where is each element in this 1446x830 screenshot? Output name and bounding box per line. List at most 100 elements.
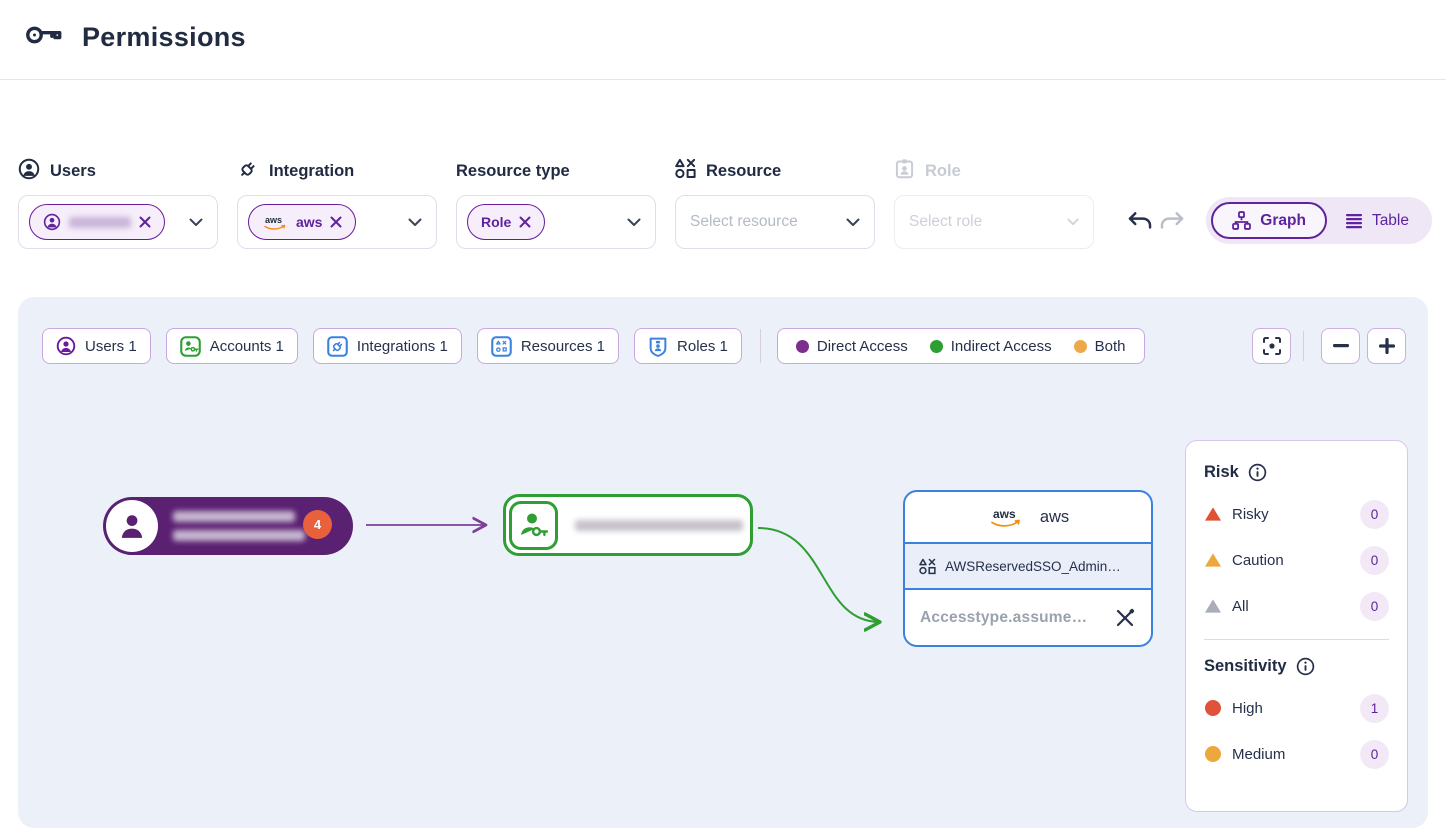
chevron-down-icon[interactable] [846,218,860,227]
chevron-down-icon[interactable] [408,218,422,227]
risk-row-caution[interactable]: Caution 0 [1204,545,1389,575]
graph-canvas[interactable]: Users 1 Accounts 1 Integ [18,297,1428,828]
edit-off-icon[interactable] [1114,607,1136,629]
chip-roles-count[interactable]: Roles 1 [634,328,742,364]
legend-indirect-access: Indirect Access [929,338,1052,355]
plug-icon [327,335,348,357]
redo-button[interactable] [1156,205,1188,237]
resource-card-resource-row[interactable]: AWSReservedSSO_Admin… [905,544,1151,590]
info-icon[interactable] [1296,657,1315,676]
edge-account-to-resource [757,527,880,622]
both-dot [1073,339,1087,353]
filter-resource-type-label: Resource type [456,161,570,180]
indirect-access-dot [929,339,943,353]
filter-users: Users [18,158,218,249]
redacted-user-name [69,216,131,228]
chevron-down-icon[interactable] [627,218,641,227]
redacted-account-name [575,519,743,531]
sensitivity-row-medium[interactable]: Medium 0 [1204,739,1389,769]
resource-card[interactable]: aws aws AWSReservedSSO_Admin… Accesstype… [903,490,1153,647]
medium-dot-icon [1204,746,1222,762]
filter-resource-label: Resource [675,158,875,184]
risk-row-all[interactable]: All 0 [1204,591,1389,621]
page-title: Permissions [82,22,246,52]
sensitivity-row-high[interactable]: High 1 [1204,693,1389,723]
account-key-icon [179,335,201,357]
zoom-out-button[interactable] [1321,328,1360,364]
all-triangle-icon [1204,598,1222,614]
role-select: Select role [894,195,1094,249]
info-icon[interactable] [1248,463,1267,482]
integration-select[interactable]: aws aws [237,195,437,249]
user-circle-icon [43,213,61,231]
close-icon[interactable] [330,216,342,228]
badge-icon [894,158,915,184]
undo-button[interactable] [1124,205,1156,237]
chip-resources-count[interactable]: Resources 1 [476,328,620,364]
sensitivity-title-row: Sensitivity [1204,657,1389,676]
panel-divider [1204,639,1389,640]
caution-count: 0 [1360,545,1389,575]
key-icon [24,20,66,55]
chip-users-count[interactable]: Users 1 [42,328,151,364]
user-node-count-badge: 4 [303,510,332,539]
close-icon[interactable] [519,216,531,228]
risk-row-risky[interactable]: Risky 0 [1204,499,1389,529]
filter-users-label: Users [18,158,218,184]
header-divider [0,79,1446,80]
resource-type-select[interactable]: Role [456,195,656,249]
user-avatar [106,500,158,552]
person-icon [121,515,143,538]
filter-role-label: Role [894,158,1094,184]
aws-logo-icon: aws [990,507,1020,527]
legend-direct-access: Direct Access [795,338,908,355]
filter-role: Role Select role [894,158,1094,249]
controls-divider [1303,331,1304,361]
badge-icon [649,337,667,357]
access-legend: Direct Access Indirect Access Both [776,328,1145,364]
direct-access-dot [795,339,809,353]
fit-to-screen-button[interactable] [1252,328,1291,364]
table-view-button[interactable]: Table [1327,205,1427,237]
graph-icon [1232,211,1252,230]
filter-actions: Graph Table [1124,197,1432,244]
zoom-in-button[interactable] [1367,328,1406,364]
plug-icon [237,158,259,185]
risky-count: 0 [1360,499,1389,529]
all-count: 0 [1360,591,1389,621]
close-icon[interactable] [139,216,151,228]
risk-title-row: Risk [1204,463,1389,482]
legend-both: Both [1073,338,1126,355]
redacted-text-line [173,530,305,541]
resource-card-integration-row[interactable]: aws aws [905,492,1151,544]
account-icon-box [509,500,558,550]
access-type-label: Accesstype.assume… [920,608,1088,626]
integration-name: aws [1039,507,1070,526]
table-icon [1345,213,1362,228]
resource-card-access-row[interactable]: Accesstype.assume… [905,590,1151,645]
graph-view-button[interactable]: Graph [1211,202,1327,239]
users-select[interactable] [18,195,218,249]
account-node[interactable] [503,494,753,556]
caution-triangle-icon [1204,552,1222,568]
resource-name: AWSReservedSSO_Admin… [945,558,1121,574]
user-node[interactable]: 4 [103,497,353,555]
filter-resource-type: Resource type Role [456,158,656,249]
canvas-toolbar: Users 1 Accounts 1 Integ [42,328,1406,364]
page-header: Permissions [0,0,1446,71]
filter-resource: Resource Select resource [675,158,875,249]
users-selected-chip[interactable] [29,204,165,240]
chip-accounts-count[interactable]: Accounts 1 [165,328,298,364]
integration-selected-chip[interactable]: aws aws [248,204,357,240]
resource-select[interactable]: Select resource [675,195,875,249]
toolbar-divider [759,329,761,363]
chip-integrations-count[interactable]: Integrations 1 [312,328,462,364]
resource-type-selected-chip[interactable]: Role [467,204,546,240]
canvas-controls [1252,328,1406,364]
redacted-user-name-lines [173,511,305,541]
shapes-icon [919,558,936,574]
view-toggle: Graph Table [1206,197,1432,244]
svg-text:aws: aws [993,507,1016,521]
medium-count: 0 [1360,739,1389,769]
chevron-down-icon[interactable] [189,218,203,227]
